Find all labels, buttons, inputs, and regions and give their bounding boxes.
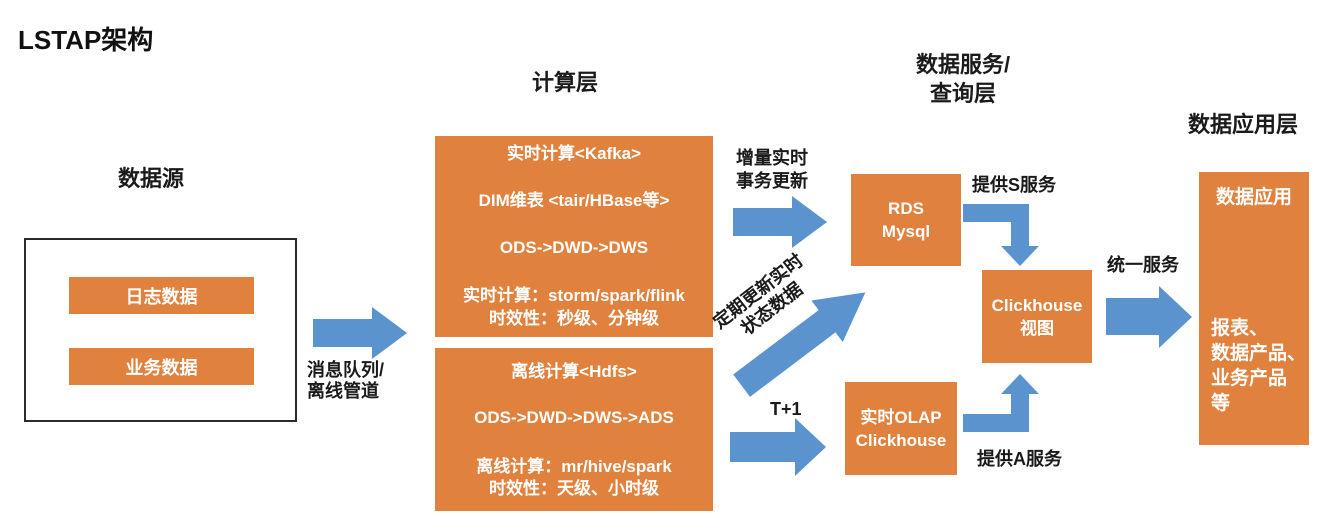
incremental-update-arrow: [733, 196, 827, 248]
service-a-arrow: [963, 374, 1039, 432]
application-product-list: 报表、 数据产品、 业务产品 等: [1211, 316, 1306, 416]
rds-label-line2: Mysql: [881, 222, 931, 241]
unified-service-label: 统一服务: [1107, 255, 1179, 275]
olap-label-line2: Clickhouse: [855, 430, 947, 450]
periodic-update-arrow: [733, 292, 866, 397]
rds-mysql-box: RDS Mysql: [851, 174, 961, 266]
realtime-line-dim: DIM维表 <tair/HBase等>: [478, 191, 670, 210]
offline-line-latency: 时效性：天级、小时级: [489, 479, 659, 498]
data-source-group-box: 日志数据 业务数据: [24, 238, 297, 422]
header-compute-layer: 计算层: [532, 70, 599, 95]
service-a-label: 提供A服务: [977, 449, 1062, 469]
realtime-line-engines: 实时计算：storm/spark/flink: [463, 286, 685, 305]
header-service-line1: 数据服务/: [915, 52, 1011, 77]
service-s-arrow: [963, 204, 1039, 266]
realtime-line-kafka: 实时计算<Kafka>: [506, 144, 642, 163]
realtime-line-ods: ODS->DWD->DWS: [499, 238, 649, 257]
offline-line-hdfs: 离线计算<Hdfs>: [511, 362, 637, 381]
pipeline-label-line2: 离线管道: [307, 381, 379, 401]
service-s-label: 提供S服务: [972, 175, 1057, 195]
application-item-etc: 等: [1211, 393, 1231, 414]
application-item-business: 业务产品: [1211, 368, 1288, 389]
offline-line-engines: 离线计算：mr/hive/spark: [476, 457, 672, 476]
header-service-layer: 数据服务/ 查询层: [898, 50, 1028, 108]
incremental-label-line1: 增量实时: [736, 148, 808, 168]
log-data-label: 日志数据: [125, 286, 198, 307]
realtime-compute-box: 实时计算<Kafka> DIM维表 <tair/HBase等> ODS->DWD…: [435, 136, 713, 337]
clickhouse-view-box: Clickhouse 视图: [982, 270, 1092, 363]
data-application-box: 数据应用 报表、 数据产品、 业务产品 等: [1199, 172, 1309, 445]
view-label-line2: 视图: [1020, 318, 1054, 338]
rds-label-line1: RDS: [888, 199, 924, 218]
t-plus-1-label: T+1: [770, 399, 802, 419]
application-item-data: 数据产品、: [1211, 343, 1307, 364]
application-item-report: 报表、: [1211, 318, 1269, 339]
page-title: LSTAP架构: [18, 25, 154, 55]
application-box-title: 数据应用: [1215, 187, 1292, 208]
log-data-box: 日志数据: [69, 277, 254, 314]
realtime-olap-box: 实时OLAP Clickhouse: [845, 382, 957, 475]
incremental-update-label: 增量实时 事务更新: [736, 147, 808, 193]
offline-compute-box: 离线计算<Hdfs> ODS->DWD->DWS->ADS 离线计算：mr/hi…: [435, 348, 713, 511]
olap-label-line1: 实时OLAP: [860, 407, 942, 427]
t-plus-1-arrow: [730, 418, 826, 476]
incremental-label-line2: 事务更新: [736, 171, 808, 191]
header-data-source: 数据源: [118, 166, 185, 191]
business-data-label: 业务数据: [125, 357, 198, 378]
header-application-layer: 数据应用层: [1188, 112, 1299, 137]
header-service-line2: 查询层: [929, 81, 996, 106]
realtime-line-latency: 时效性：秒级、分钟级: [489, 309, 659, 328]
pipeline-arrow-label: 消息队列/ 离线管道: [307, 360, 384, 402]
pipeline-arrow: [313, 307, 407, 359]
unified-service-arrow: [1106, 286, 1192, 348]
business-data-box: 业务数据: [69, 348, 254, 385]
view-label-line1: Clickhouse: [991, 295, 1083, 315]
offline-line-ods: ODS->DWD->DWS->ADS: [474, 408, 674, 427]
pipeline-label-line1: 消息队列/: [307, 360, 385, 380]
